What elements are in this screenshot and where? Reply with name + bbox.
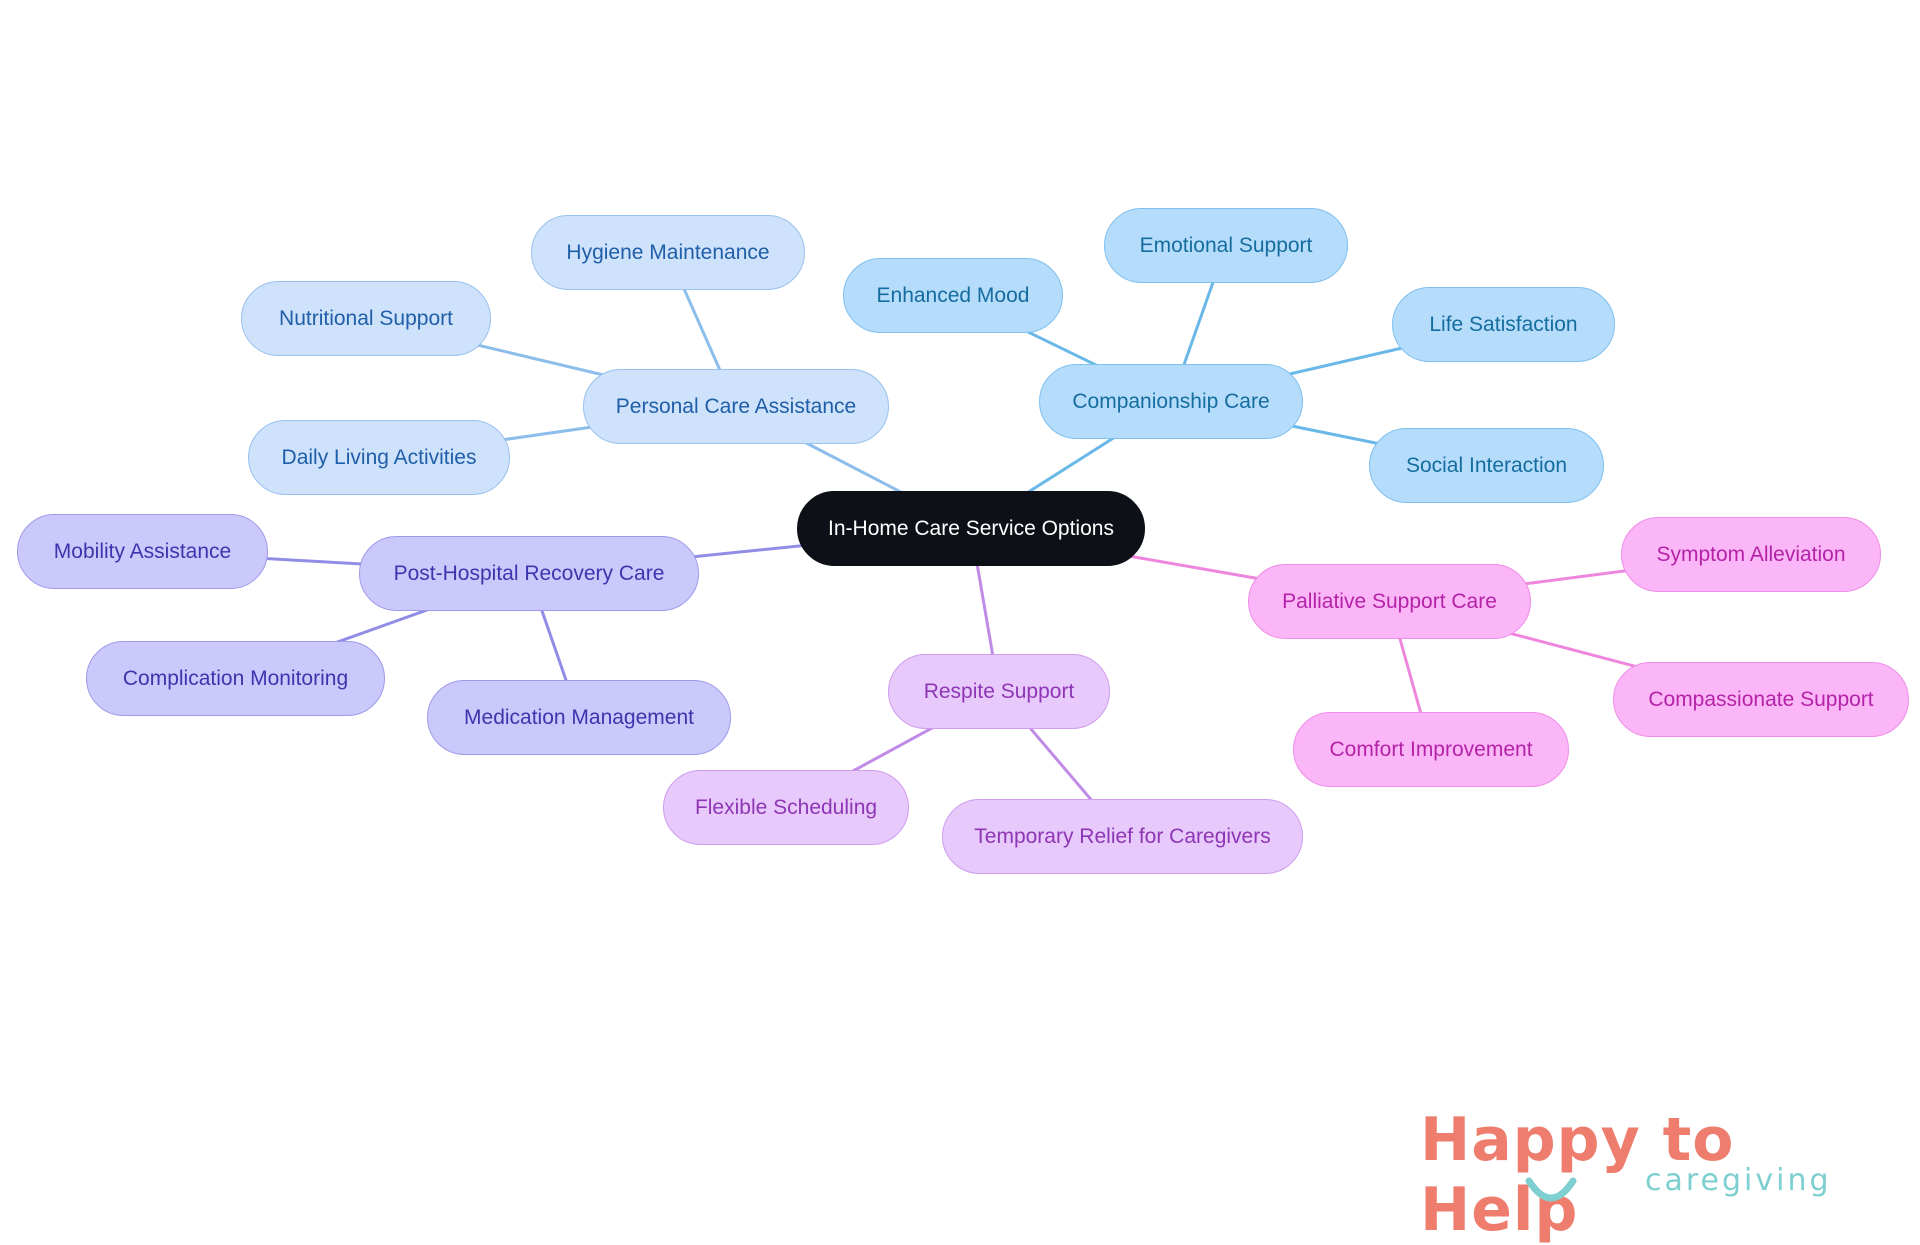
leaf-node-compassionate-support: Compassionate Support (1613, 662, 1909, 737)
leaf-node-daily-living-activities: Daily Living Activities (248, 420, 510, 495)
leaf-node-complication-monitoring: Complication Monitoring (86, 641, 385, 716)
logo-tagline: caregiving (1645, 1163, 1832, 1198)
leaf-node-medication-management: Medication Management (427, 680, 731, 755)
leaf-node-flexible-scheduling: Flexible Scheduling (663, 770, 909, 845)
leaf-node-symptom-alleviation: Symptom Alleviation (1621, 517, 1881, 592)
smile-icon (1525, 1177, 1577, 1202)
branch-node-palliative-support: Palliative Support Care (1248, 564, 1531, 639)
leaf-node-social-interaction: Social Interaction (1369, 428, 1604, 503)
leaf-node-temporary-relief: Temporary Relief for Caregivers (942, 799, 1303, 874)
leaf-node-hygiene-maintenance: Hygiene Maintenance (531, 215, 805, 290)
leaf-node-life-satisfaction: Life Satisfaction (1392, 287, 1615, 362)
leaf-node-emotional-support: Emotional Support (1104, 208, 1348, 283)
happy-to-help-logo: Happy to Help caregiving (1420, 1105, 1890, 1245)
leaf-node-enhanced-mood: Enhanced Mood (843, 258, 1063, 333)
branch-node-post-hospital-recovery: Post-Hospital Recovery Care (359, 536, 699, 611)
branch-node-respite-support: Respite Support (888, 654, 1110, 729)
leaf-node-nutritional-support: Nutritional Support (241, 281, 491, 356)
branch-node-personal-care: Personal Care Assistance (583, 369, 889, 444)
branch-node-companionship-care: Companionship Care (1039, 364, 1303, 439)
root-node: In-Home Care Service Options (797, 491, 1145, 566)
leaf-node-comfort-improvement: Comfort Improvement (1293, 712, 1569, 787)
mind-map: In-Home Care Service Options Personal Ca… (17, 208, 1909, 874)
leaf-node-mobility-assistance: Mobility Assistance (17, 514, 268, 589)
connector-lines (142, 245, 1762, 838)
